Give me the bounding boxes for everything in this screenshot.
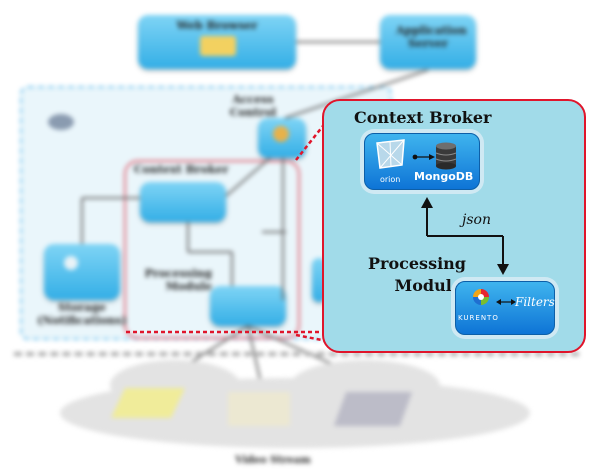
context-broker-title: Context Broker bbox=[354, 108, 492, 127]
fiware-logo-icon bbox=[48, 114, 74, 130]
storage-box bbox=[44, 244, 120, 300]
web-browser-label: Web Browser bbox=[176, 19, 258, 32]
context-broker-region bbox=[124, 160, 300, 339]
processing-module-label: Processing Module bbox=[144, 267, 212, 293]
storage-sphere-icon bbox=[64, 256, 78, 270]
orion-logo-icon bbox=[372, 137, 410, 173]
context-broker-box bbox=[140, 182, 226, 222]
context-broker-label: Context Broker bbox=[134, 163, 229, 176]
application-server-box bbox=[380, 15, 476, 69]
network-boundary-line bbox=[14, 352, 579, 356]
orion-label: orion bbox=[380, 175, 401, 184]
filters-label: Filters bbox=[515, 295, 555, 309]
scene-image-2 bbox=[228, 392, 290, 426]
db-arrow-icon bbox=[412, 153, 436, 161]
processing-module-title: Processing Module bbox=[368, 254, 466, 295]
storage-label: Storage (Notifications) bbox=[37, 301, 127, 327]
application-server-label: Application Server bbox=[396, 24, 467, 50]
kurento-logo-icon bbox=[469, 285, 493, 309]
access-control-label: Access Control bbox=[229, 93, 277, 119]
database-icon bbox=[435, 142, 457, 170]
kurento-label: KURENTO bbox=[458, 314, 499, 322]
processing-module-box bbox=[210, 286, 286, 326]
gear-icon bbox=[273, 126, 289, 142]
mongodb-label: MongoDB bbox=[414, 170, 474, 183]
processing-module-node bbox=[455, 281, 555, 335]
video-stream-label: Video Stream bbox=[235, 455, 311, 466]
folder-icon bbox=[200, 36, 236, 56]
json-label: json bbox=[462, 212, 491, 228]
filters-arrow-icon bbox=[496, 298, 516, 306]
